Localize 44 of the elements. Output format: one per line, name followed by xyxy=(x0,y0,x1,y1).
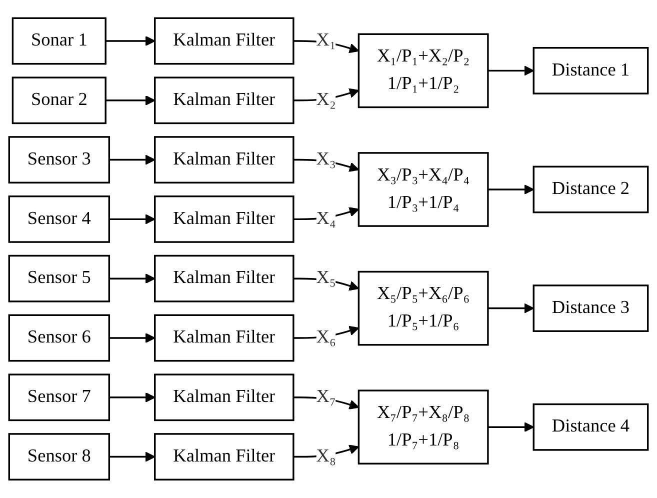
edge-label: X₆ xyxy=(316,328,336,348)
edge-label: X₈ xyxy=(316,446,336,466)
arrow xyxy=(109,214,156,224)
node-box: Kalman Filter xyxy=(154,76,294,124)
node-box: Distance 1 xyxy=(532,47,649,94)
arrow xyxy=(488,422,534,432)
arrow xyxy=(109,392,156,403)
arrow xyxy=(488,184,534,195)
node-box: X₅/P₅+X₆/P₆ 1/P₅+1/P₆ xyxy=(358,270,489,346)
arrow xyxy=(488,303,534,314)
node-box: Kalman Filter xyxy=(154,196,294,243)
arrow xyxy=(106,95,156,106)
node-box: Distance 2 xyxy=(532,166,649,214)
edge-label: X₃ xyxy=(316,150,336,170)
edge-label: X₂ xyxy=(316,90,336,110)
node-box: Sensor 4 xyxy=(8,196,110,243)
node-box: Kalman Filter xyxy=(154,17,294,65)
node-box: Kalman Filter xyxy=(154,314,294,362)
node-box: Sensor 8 xyxy=(8,433,110,481)
node-box: X₇/P₇+X₈/P₈ 1/P₇+1/P₈ xyxy=(358,390,489,465)
node-box: Kalman Filter xyxy=(154,136,294,184)
node-box: Sensor 5 xyxy=(8,254,110,302)
node-box: X₃/P₃+X₄/P₄ 1/P₃+1/P₄ xyxy=(358,152,489,227)
node-box: Sonar 1 xyxy=(12,17,106,65)
node-box: Sensor 7 xyxy=(8,374,110,422)
arrow xyxy=(488,66,534,76)
node-box: Kalman Filter xyxy=(154,254,294,302)
node-box: Kalman Filter xyxy=(154,374,294,422)
arrow xyxy=(106,36,156,46)
node-box: Sensor 6 xyxy=(8,314,110,362)
node-box: X₁/P₁+X₂/P₂ 1/P₁+1/P₂ xyxy=(358,33,489,108)
edge-label: X₁ xyxy=(316,30,336,50)
edge-label: X₄ xyxy=(316,209,336,228)
arrow xyxy=(109,452,156,462)
node-box: Distance 3 xyxy=(532,284,649,332)
arrow xyxy=(109,333,156,344)
node-box: Sensor 3 xyxy=(8,136,110,184)
edge-label: X₅ xyxy=(316,268,336,288)
node-box: Distance 4 xyxy=(532,403,649,451)
node-box: Sonar 2 xyxy=(12,76,106,124)
node-box: Kalman Filter xyxy=(154,433,294,481)
arrow xyxy=(109,154,156,165)
arrow xyxy=(109,274,156,284)
edge-label: X₇ xyxy=(316,387,336,407)
